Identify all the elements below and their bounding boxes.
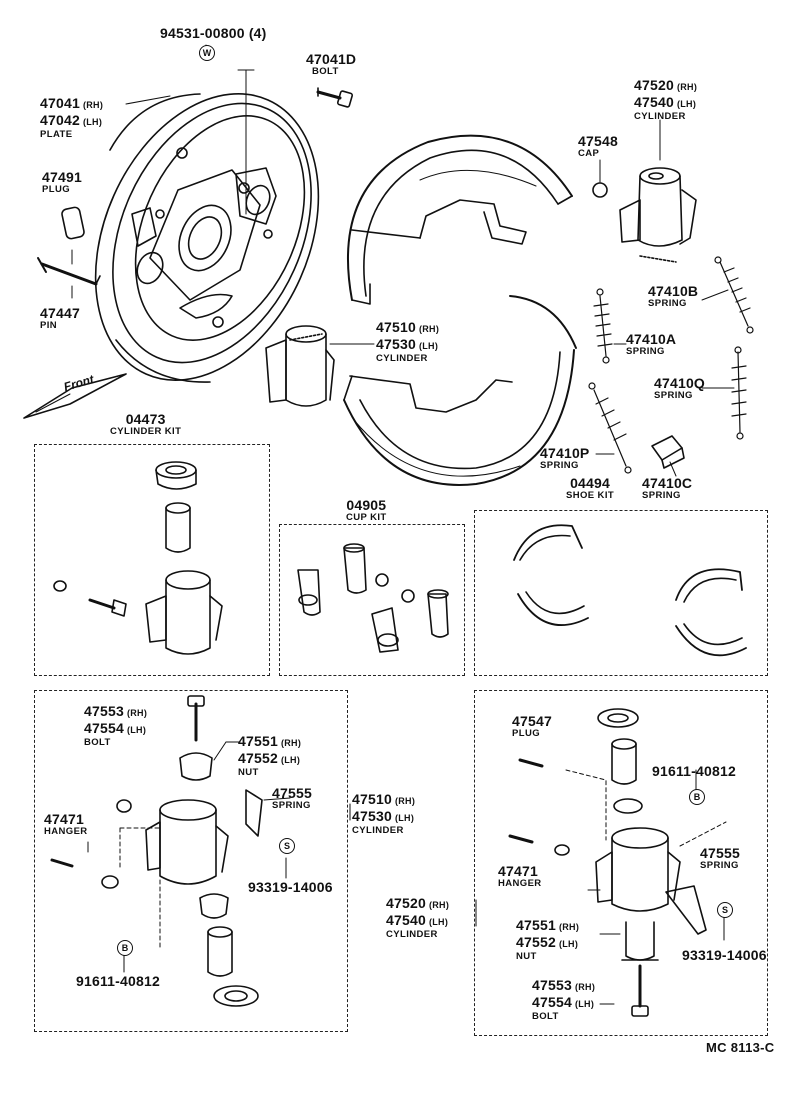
label-right-91611: 91611-40812 [652, 763, 736, 779]
shoe-kit-drawing [513, 524, 747, 657]
shoe-kit-box [474, 510, 768, 676]
label-left-91611: 91611-40812 [76, 973, 160, 989]
label-rear-cylinder: 47520(RH) 47540(LH) CYLINDER [634, 77, 698, 122]
label-right-hanger: 47471 HANGER [498, 863, 542, 889]
label-plug-47491: 47491 PLUG [42, 169, 82, 195]
marker-b-right: B [689, 789, 705, 805]
label-cup-kit: 04905 CUP KIT [346, 497, 387, 523]
upper-brake-shoe-drawing [347, 134, 573, 305]
label-plate: 47041(RH) 47042(LH) PLATE [40, 95, 104, 140]
label-left-hanger: 47471 HANGER [44, 811, 88, 837]
bolt-47041d-drawing [316, 87, 354, 108]
marker-w: W [199, 45, 215, 61]
label-spring-47410a: 47410A SPRING [626, 331, 677, 357]
right-detail-box [474, 690, 768, 1036]
label-spring-47410b: 47410B SPRING [648, 283, 699, 309]
label-right-nut: 47551(RH) 47552(LH) NUT [516, 917, 580, 962]
cylinder-kit-box [34, 444, 270, 676]
front-cylinder-drawing [265, 325, 335, 407]
rear-cylinder-drawing [619, 167, 697, 263]
label-cap-47548: 47548 CAP [578, 133, 618, 159]
backing-plate-drawing [94, 69, 320, 383]
label-front-cylinder: 47510(RH) 47530(LH) CYLINDER [376, 319, 440, 364]
label-shoe-kit: 04494 SHOE KIT [566, 475, 615, 501]
spring-c-drawing [651, 435, 685, 469]
label-left-bolt: 47553(RH) 47554(LH) BOLT [84, 703, 148, 748]
plug-drawing [61, 206, 85, 240]
label-94531-00800: 94531-00800 (4) [160, 25, 267, 41]
label-right-plug: 47547 PLUG [512, 713, 552, 739]
cap-drawing [592, 182, 608, 198]
spring-a-drawing [593, 288, 613, 364]
label-left-93319: 93319-14006 [248, 879, 333, 895]
label-left-spring: 47555 SPRING [272, 785, 312, 811]
label-right-spring: 47555 SPRING [700, 845, 740, 871]
leader-lines-top [71, 95, 735, 477]
right-detail-drawing [475, 708, 727, 1017]
cup-kit-drawing [297, 543, 449, 653]
left-detail-box [34, 690, 348, 1032]
cylinder-kit-drawing [53, 461, 223, 655]
front-arrow-drawing [23, 373, 127, 419]
spring-q-drawing [731, 346, 747, 440]
label-left-nut: 47551(RH) 47552(LH) NUT [238, 733, 302, 778]
label-cylinder-kit: 04473 CYLINDER KIT [110, 411, 182, 437]
pin-drawing [37, 257, 101, 286]
label-spring-47410p: 47410P SPRING [540, 445, 590, 471]
lower-brake-shoe-drawing [343, 295, 577, 486]
label-right-bolt: 47553(RH) 47554(LH) BOLT [532, 977, 596, 1022]
marker-s-right: S [717, 902, 733, 918]
diagram-code: MC 8113-C [706, 1040, 775, 1055]
spring-b-drawing [714, 256, 754, 334]
label-right-cylinder: 47520(RH) 47540(LH) CYLINDER [386, 895, 450, 940]
label-pin-47447: 47447 PIN [40, 305, 80, 331]
label-spring-47410c: 47410C SPRING [642, 475, 693, 501]
cup-kit-box [279, 524, 465, 676]
label-right-93319: 93319-14006 [682, 947, 767, 963]
label-middle-cylinder: 47510(RH) 47530(LH) CYLINDER [352, 791, 416, 836]
label-bolt-47041d: 47041D BOLT [306, 51, 357, 77]
marker-s-left: S [279, 838, 295, 854]
left-detail-drawing [50, 695, 291, 1007]
label-spring-47410q: 47410Q SPRING [654, 375, 706, 401]
marker-b-left: B [117, 940, 133, 956]
spring-p-drawing [588, 382, 632, 474]
